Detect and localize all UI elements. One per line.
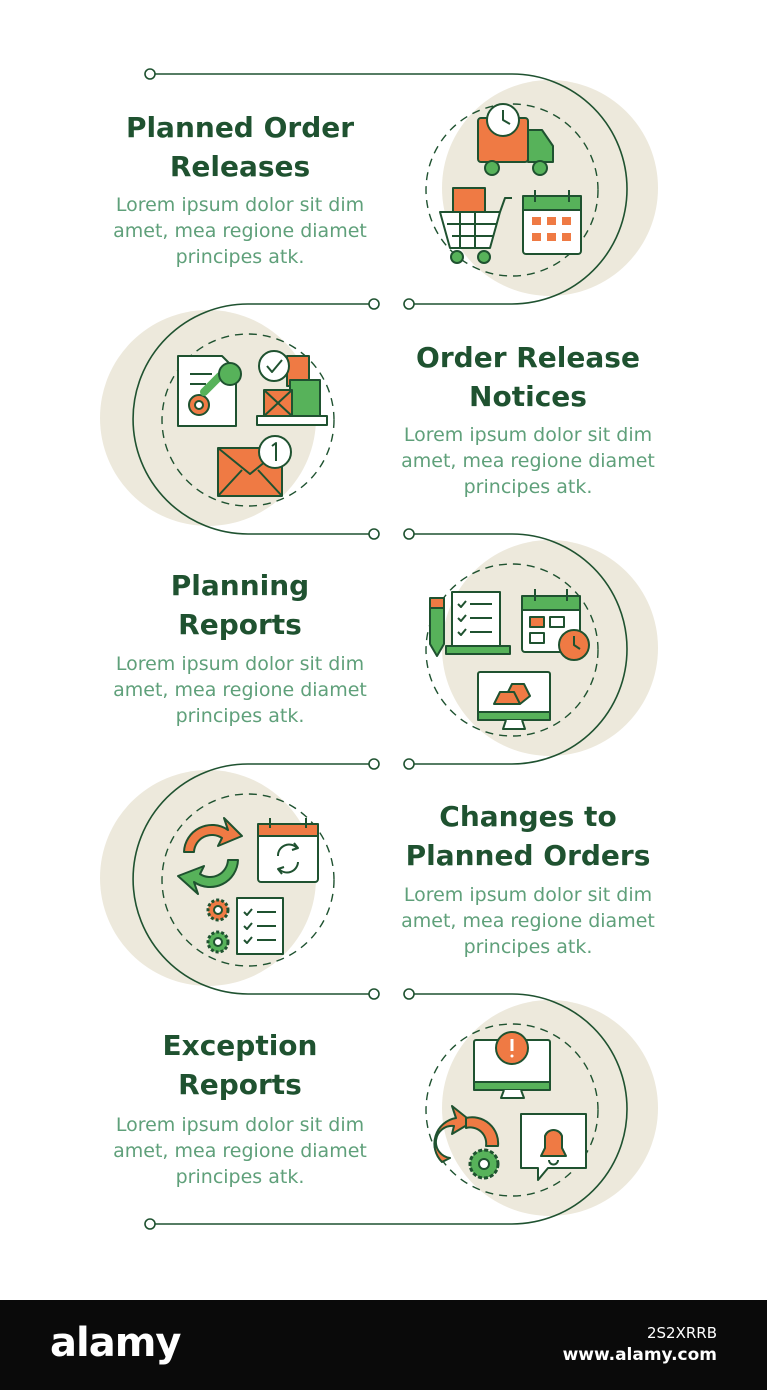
step-5-desc-line-3: principes atk. (175, 1166, 305, 1188)
dashed-circles (161, 103, 599, 1197)
process-diagram (100, 68, 658, 1230)
monitor-gold-bars-icon (477, 671, 551, 730)
approved-boxes-icon (256, 350, 328, 426)
step-1-description: Lorem ipsum dolor sit dim amet, mea regi… (90, 192, 390, 270)
step-2-desc-line-2: amet, mea regione diamet (401, 450, 655, 472)
step-3-description: Lorem ipsum dolor sit dim amet, mea regi… (90, 651, 390, 729)
step-5-title-line-2: Reports (178, 1068, 302, 1101)
connector-dots (144, 68, 415, 1230)
step-1-desc-line-2: amet, mea regione diamet (113, 220, 367, 242)
site-url: www.alamy.com (562, 1345, 717, 1365)
gear-checklist-icon (206, 897, 284, 955)
step-5-description: Lorem ipsum dolor sit dim amet, mea regi… (90, 1112, 390, 1190)
bell-message-icon (520, 1113, 587, 1181)
step-4-desc-line-3: principes atk. (463, 936, 593, 958)
calendar-refresh-icon (257, 818, 319, 883)
step-3-title-line-1: Planning (170, 569, 310, 602)
refresh-arrows-icon (177, 817, 243, 895)
step-2-title-line-2: Notices (469, 380, 587, 413)
step-5-desc-line-2: amet, mea regione diamet (113, 1140, 367, 1162)
footer-identifier: 2S2XRRB www.alamy.com (563, 1322, 717, 1366)
step-1-desc-line-1: Lorem ipsum dolor sit dim (115, 194, 365, 216)
step-5-title: Exception Reports (90, 1026, 390, 1104)
envelope-notification-icon (217, 435, 292, 497)
step-1-title-line-2: Releases (169, 150, 311, 183)
step-2-description: Lorem ipsum dolor sit dim amet, mea regi… (378, 422, 678, 500)
step-2-desc-line-3: principes atk. (463, 476, 593, 498)
shopping-cart-box-icon (439, 187, 512, 264)
step-4-title: Changes to Planned Orders (378, 797, 678, 875)
step-4-title-line-1: Changes to (439, 800, 617, 833)
image-id: 2S2XRRB (646, 1324, 717, 1342)
step-3-title: Planning Reports (90, 566, 390, 644)
checklist-clipboard-icon (429, 591, 511, 657)
calendar-icon (522, 190, 582, 255)
step-3-title-line-2: Reports (178, 608, 302, 641)
step-5-desc-line-1: Lorem ipsum dolor sit dim (115, 1114, 365, 1136)
connector-path (132, 73, 628, 1225)
calendar-clock-icon (521, 589, 590, 661)
monitor-alert-icon (473, 1031, 551, 1099)
delivery-truck-clock-icon (477, 103, 554, 176)
step-2-title-line-1: Order Release (416, 341, 640, 374)
refresh-gear-icon (433, 1105, 500, 1180)
step-3-desc-line-3: principes atk. (175, 705, 305, 727)
step-1-title-line-1: Planned Order (125, 111, 355, 144)
step-5-title-line-1: Exception (162, 1029, 318, 1062)
step-2-title: Order Release Notices (378, 338, 678, 416)
alamy-logo: alamy (50, 1320, 181, 1366)
step-4-title-line-2: Planned Orders (405, 839, 651, 872)
step-4-desc-line-1: Lorem ipsum dolor sit dim (403, 884, 653, 906)
step-4-description: Lorem ipsum dolor sit dim amet, mea regi… (378, 882, 678, 960)
step-3-desc-line-2: amet, mea regione diamet (113, 679, 367, 701)
step-4-desc-line-2: amet, mea regione diamet (401, 910, 655, 932)
footer-bar: alamy 2S2XRRB www.alamy.com (0, 1300, 767, 1390)
step-3-desc-line-1: Lorem ipsum dolor sit dim (115, 653, 365, 675)
stamped-document-icon (177, 355, 242, 427)
step-2-desc-line-1: Lorem ipsum dolor sit dim (403, 424, 653, 446)
step-1-desc-line-3: principes atk. (175, 246, 305, 268)
step-1-title: Planned Order Releases (90, 108, 390, 186)
